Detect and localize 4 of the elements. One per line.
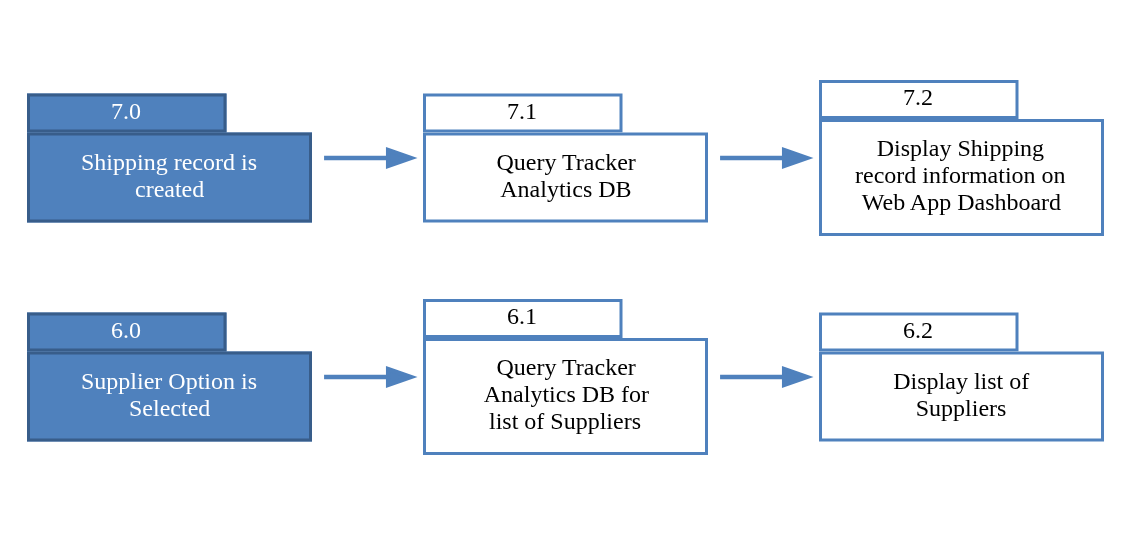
arrow (720, 146, 814, 169)
arrow (720, 365, 814, 388)
arrow (324, 146, 418, 169)
arrow (324, 365, 418, 388)
